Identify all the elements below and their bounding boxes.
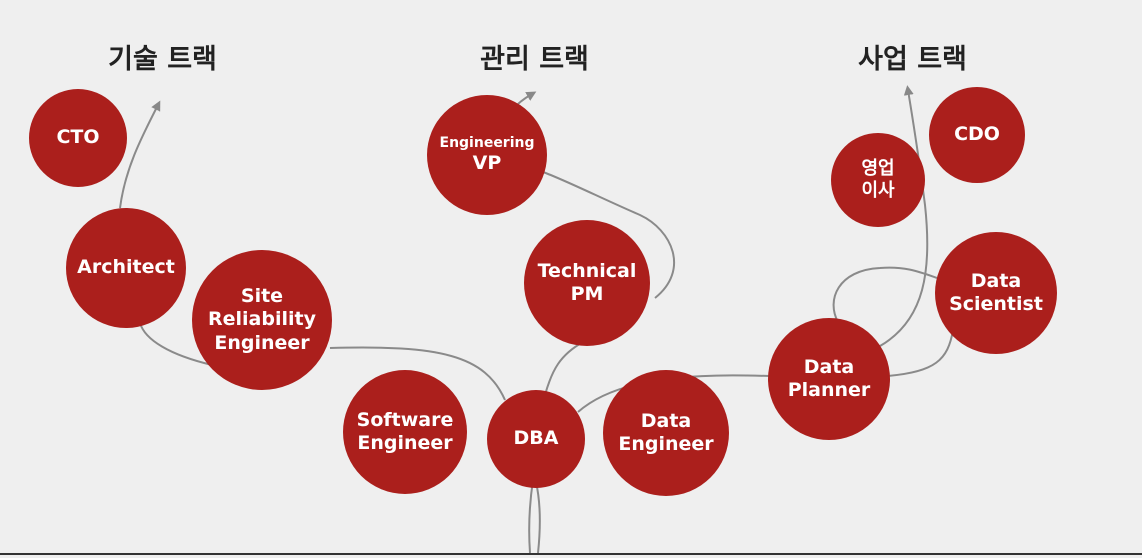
node-architect: Architect	[66, 208, 186, 328]
node-label-line: Engineer	[357, 432, 453, 454]
node-label-line: 이사	[861, 180, 895, 201]
node-label-line: Scientist	[949, 293, 1043, 315]
arrow-biz-track	[879, 85, 929, 347]
trunk-line-2	[535, 481, 541, 554]
node-label-line: 영업	[861, 158, 895, 180]
node-label-line: Architect	[77, 256, 175, 279]
node-cto: CTO	[29, 89, 127, 187]
line-pm-vp	[542, 171, 675, 299]
node-label-line: Technical	[537, 259, 637, 282]
node-label-line: Engineer	[214, 331, 310, 354]
tech-track-title: 기술 트랙	[108, 44, 217, 75]
node-label-line: Planner	[787, 379, 871, 401]
node-label-line: Data	[640, 409, 692, 432]
node-cdo: CDO	[929, 87, 1025, 183]
node-label-line: CDO	[954, 123, 1000, 146]
node-label-line: VP	[472, 151, 502, 174]
node-label-line: Engineer	[618, 433, 714, 455]
trunk-line	[528, 479, 534, 554]
node-label-line: DBA	[513, 427, 559, 450]
line-sre-architect	[139, 322, 213, 366]
arrow-tech-track	[119, 100, 161, 209]
node-label-line: Software	[356, 408, 454, 431]
line-dba-sre	[329, 346, 506, 401]
business-track-title: 사업 트랙	[858, 44, 967, 75]
node-label-line: CTO	[56, 126, 100, 149]
node-label-line: Reliability	[208, 308, 316, 331]
node-label-line: Engineering	[439, 134, 535, 151]
line-planner-scientist	[886, 329, 954, 377]
node-label-line: Data	[803, 355, 855, 378]
line-planner-loop	[832, 266, 938, 323]
management-track-title: 관리 트랙	[480, 44, 589, 75]
bottom-divider	[0, 553, 1142, 555]
line-dba-technical-pm	[544, 341, 584, 396]
node-label-line: Data	[970, 269, 1022, 292]
node-label-line: Site	[240, 285, 284, 308]
node-label-line: PM	[570, 283, 604, 305]
node-dba: DBA	[487, 390, 585, 488]
